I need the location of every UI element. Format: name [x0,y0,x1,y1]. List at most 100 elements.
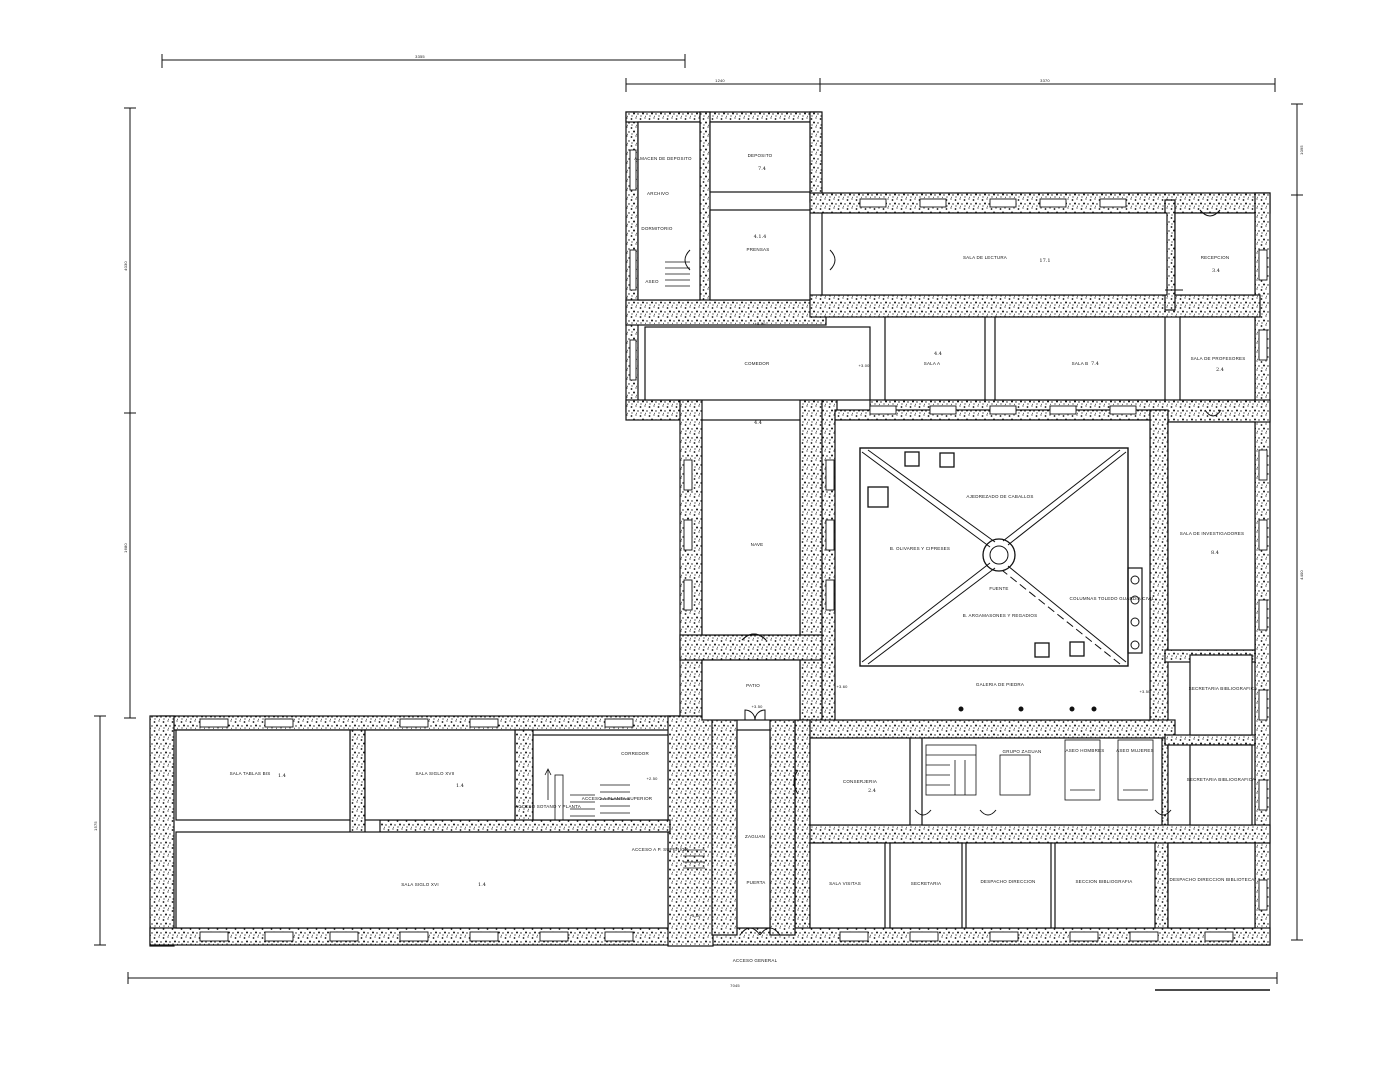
label-lectura: SALA DE LECTURA [963,255,1007,260]
space-lectura [821,212,1168,296]
stairs [544,261,1154,869]
label-acceso-general: ACCESO GENERAL [733,958,778,963]
space-prensas [709,209,811,301]
space-deposito [709,121,811,193]
mark-investigadores: 8.4 [1211,550,1219,556]
label-deposito: DEPOSITO [748,153,773,158]
dim-left-upper: 4030 [123,261,128,271]
mark-recepcion: 3.4 [1212,268,1220,274]
level-1: +4.60 [754,321,766,326]
label-recepcion: RECEPCION [1201,255,1230,260]
space-seccion [1054,842,1156,929]
dim-top-mid: 1240 [715,78,725,83]
label-profesores: SALA DE PROFESORES [1191,356,1246,361]
wall-nw-inner [699,111,711,318]
wall-south-west [794,719,811,946]
label-sacramento-2: B. ARGAMASONES Y REGADIOS [963,613,1038,618]
mark-siglo-xvii: 1.4 [456,783,464,789]
wall-south-bottom [667,927,1271,946]
label-despacho: DESPACHO DIRECCION [980,879,1035,884]
label-secretaria-bibl-2: SECRETARIA BIBLIOGRAFICA [1187,777,1256,782]
wall-wing-post [349,729,366,841]
space-profesores [1179,316,1256,401]
mark-deposito: 7.4 [758,166,766,172]
wall-wing-west [149,715,175,947]
mark-conserjeria: 2.4 [868,788,876,794]
wall-zaguan-east [769,719,796,936]
wall-south-upper [794,719,1176,739]
label-dormitorio: DORMITORIO [641,226,672,231]
dim-top-left: 3355 [415,54,425,59]
space-sala-a [884,316,986,401]
label-sacramento-1: B. OLIVARES Y CIPRESES [890,546,950,551]
label-archivo: ARCHIVO [647,191,669,196]
toilet-cubicles [999,739,1154,801]
label-galeria: GALERIA DE PIEDRA [976,682,1024,687]
space-despacho [965,842,1052,929]
label-sala-a: SALA A [924,361,940,366]
label-comedor: COMEDOR [745,361,770,366]
wall-wing-east [667,715,714,947]
room-labels: ALMACEN DE DEPOSITO DEPOSITO ARCHIVO DOR… [230,153,1258,963]
mark-prensas: 4.1.4 [754,234,767,240]
space-comedor [644,326,871,401]
label-acceso-sup: ACCESO A P. SUPERIOR [632,847,689,852]
fountain [982,538,1016,572]
wall-wing-divider [379,819,671,833]
label-puerta: PUERTA [746,880,765,885]
label-secretaria: SECRETARIA [911,881,941,886]
space-nave [701,419,801,636]
space-siglo-xvii [364,729,516,821]
label-visitas: SALA VISITAS [829,881,861,886]
dim-left-lower: 1680 [123,543,128,553]
space-nave-south [701,659,801,721]
label-despacho-bibl: DESPACHO DIRECCION BIBLIOTECA [1170,877,1255,882]
space-visitas [809,842,886,929]
mark-lectura: 17.1 [1039,258,1050,264]
space-investigadores [1167,421,1256,651]
level-2: +3.00 [858,363,870,368]
space-ne-small-1 [1189,654,1253,736]
dim-left-bottom: 1575 [93,821,98,831]
label-sala-tablas: SALA TABLAS BIS [230,771,271,776]
stair-wing [544,768,630,821]
space-ne-small-2 [1189,744,1253,826]
space-siglo-xvi-lower [175,831,669,929]
level-4: +3.50 [751,704,763,709]
dim-right-mid: 4400 [1299,570,1304,580]
dim-bottom: 7045 [730,983,740,988]
space-services [921,737,1163,826]
wall-stair-block [514,729,534,831]
label-acceso-planta: ACCESO A PLANTA SUPERIOR [582,796,653,801]
stair-services [925,744,977,796]
label-conserjeria: CONSERJERIA [843,779,877,784]
label-zaguan: ZAGUAN [745,834,765,839]
label-patio: PATIO [746,683,760,688]
mark-zaguan: 1.4 [478,882,486,888]
level-3: +3.60 [836,684,848,689]
label-acceso-sotano: ACCESO SOTANO Y PLANTA [515,804,581,809]
patio-garden [859,447,1143,712]
wall-nw-east [809,111,823,203]
mark-nave: 4.4 [754,420,762,426]
mark-sala-a: 4.4 [934,351,942,357]
space-sala-b [994,316,1166,401]
label-aseo-h: ASEO MUJERES [1116,748,1154,753]
label-aseo-m: ASEO HOMBRES [1066,748,1105,753]
wall-nw-north [625,111,822,123]
level-6: +2.50 [646,776,658,781]
space-despacho-bibl [1167,842,1256,929]
label-prensas: PRENSAS [747,247,770,252]
dim-top-right: 3370 [1040,78,1050,83]
space-conserjeria [809,737,911,826]
mark-profesores: 2.4 [1216,367,1224,373]
label-siglo-xvi: SALA SIGLO XVI [401,882,439,887]
wall-ne-divider-2 [1164,734,1256,746]
wall-nw-south [625,299,827,326]
label-columnas: COLUMNAS TOLEDO GUARDIA CIVIL [1070,596,1155,601]
mark-siglo-xvi: 1.4 [278,773,286,779]
level-5: +3.50 [1139,689,1151,694]
space-zaguan [736,729,771,929]
label-ajedrezado: AJEDREZADO DE CABALLOS [966,494,1033,499]
label-aseo-nw: ASEO [645,279,659,284]
